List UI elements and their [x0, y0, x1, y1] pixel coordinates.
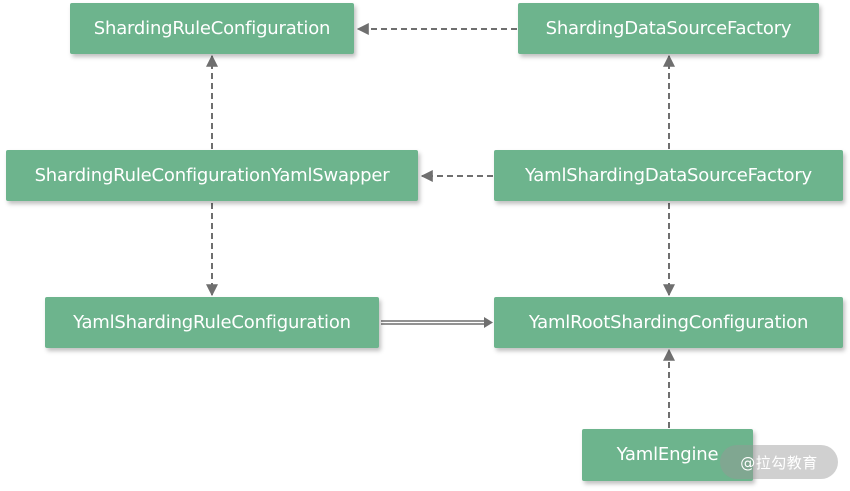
arrowhead-yamlruleconfig-to-yamlroot	[484, 317, 493, 328]
node-sharding-rule-configuration: ShardingRuleConfiguration	[70, 3, 354, 54]
node-sharding-rule-configuration-yaml-swapper: ShardingRuleConfigurationYamlSwapper	[6, 150, 418, 201]
node-sharding-data-source-factory: ShardingDataSourceFactory	[518, 3, 819, 54]
node-yaml-root-sharding-configuration: YamlRootShardingConfiguration	[494, 297, 843, 348]
node-yaml-sharding-data-source-factory: YamlShardingDataSourceFactory	[494, 150, 843, 201]
watermark-badge: @拉勾教育	[720, 445, 838, 479]
node-yaml-engine: YamlEngine	[582, 429, 753, 481]
node-yaml-sharding-rule-configuration: YamlShardingRuleConfiguration	[45, 297, 379, 348]
